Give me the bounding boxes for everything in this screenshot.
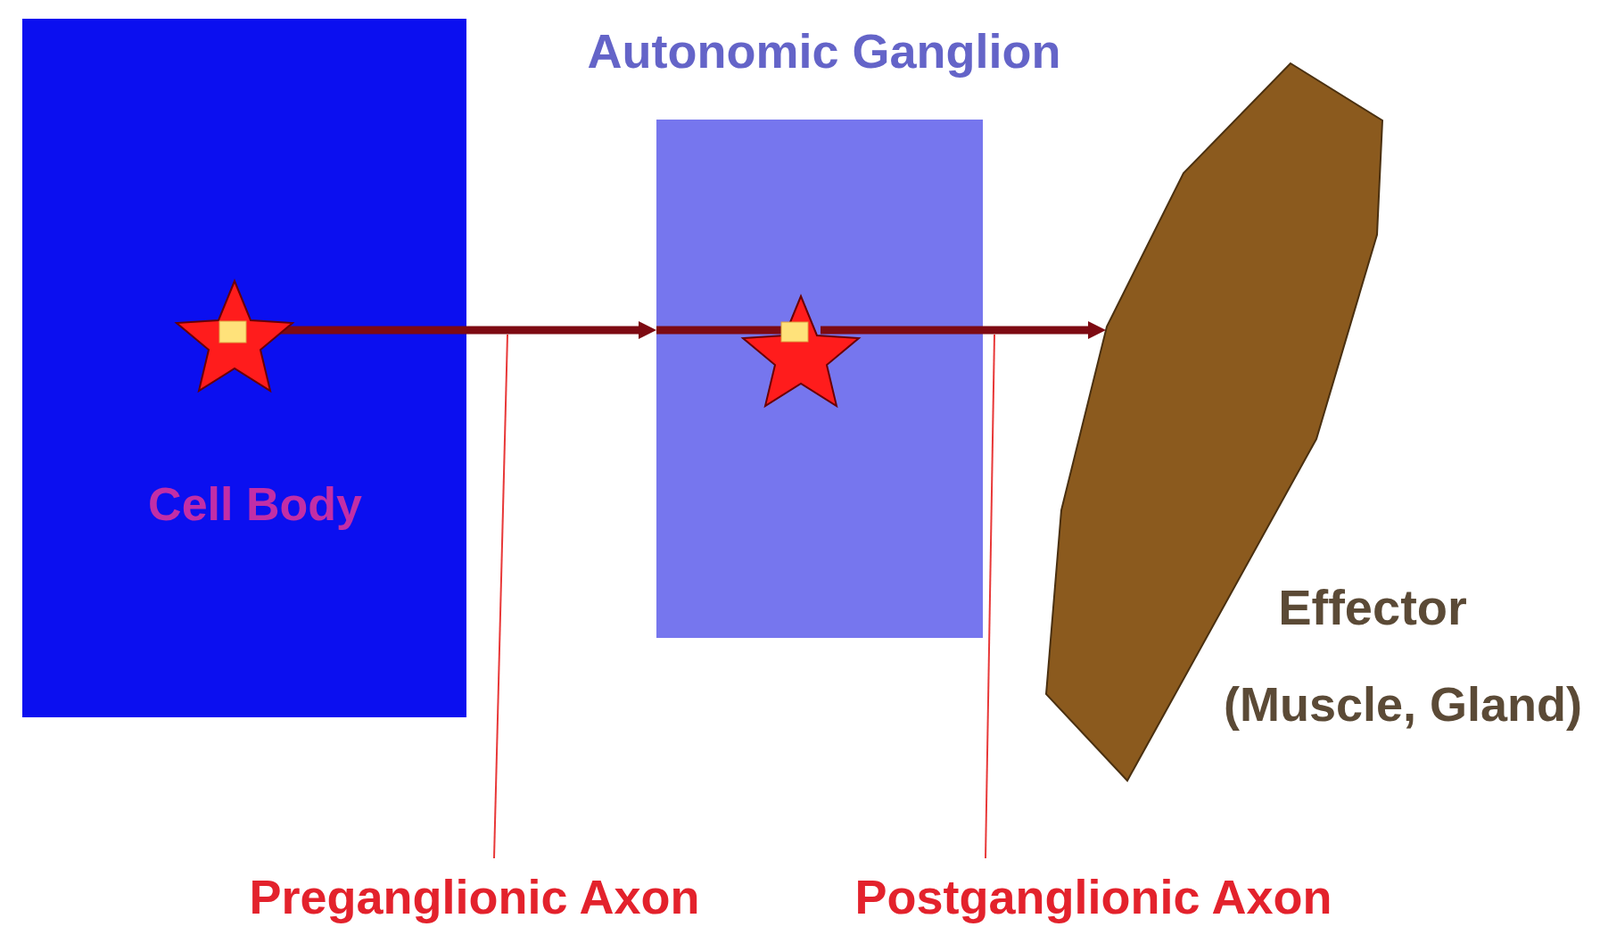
text-slot: Postganglionic Axon bbox=[854, 868, 1332, 924]
axon-segment bbox=[656, 326, 785, 335]
text-slot: Effector bbox=[1278, 578, 1468, 636]
axon-segment bbox=[267, 326, 467, 335]
ganglion-region bbox=[656, 119, 983, 638]
axon-connector bbox=[466, 326, 641, 335]
cell-body-box: Cell Body bbox=[22, 18, 467, 718]
neuron-star bbox=[742, 296, 859, 406]
ganglion-heading: Autonomic Ganglion bbox=[587, 23, 1062, 79]
text-slot: Cell Body bbox=[148, 478, 363, 532]
cell-body-label: Cell Body bbox=[148, 478, 363, 532]
cell-body-region bbox=[22, 18, 467, 718]
text-slot: Preganglionic Axon bbox=[248, 868, 700, 924]
axon-segment bbox=[820, 326, 983, 335]
axon-connector bbox=[982, 326, 1090, 335]
nucleus bbox=[781, 321, 809, 342]
axon-label: Preganglionic Axon bbox=[248, 868, 700, 924]
effector-outline bbox=[1046, 63, 1383, 781]
leader-line bbox=[985, 334, 995, 858]
nucleus bbox=[219, 321, 247, 343]
effector-sublabel: (Muscle, Gland) bbox=[1223, 676, 1583, 732]
effector-shape: Effector(Muscle, Gland) bbox=[1046, 63, 1383, 781]
ganglion-box: Autonomic Ganglion bbox=[656, 119, 983, 638]
text-slot: (Muscle, Gland) bbox=[1223, 676, 1583, 732]
axon-label: Postganglionic Axon bbox=[854, 868, 1332, 924]
text-slot: Autonomic Ganglion bbox=[587, 23, 1062, 79]
neuron-star bbox=[176, 280, 293, 391]
effector-label: Effector bbox=[1278, 578, 1468, 636]
effector-outline bbox=[1046, 63, 1383, 781]
leader-line bbox=[494, 334, 508, 858]
